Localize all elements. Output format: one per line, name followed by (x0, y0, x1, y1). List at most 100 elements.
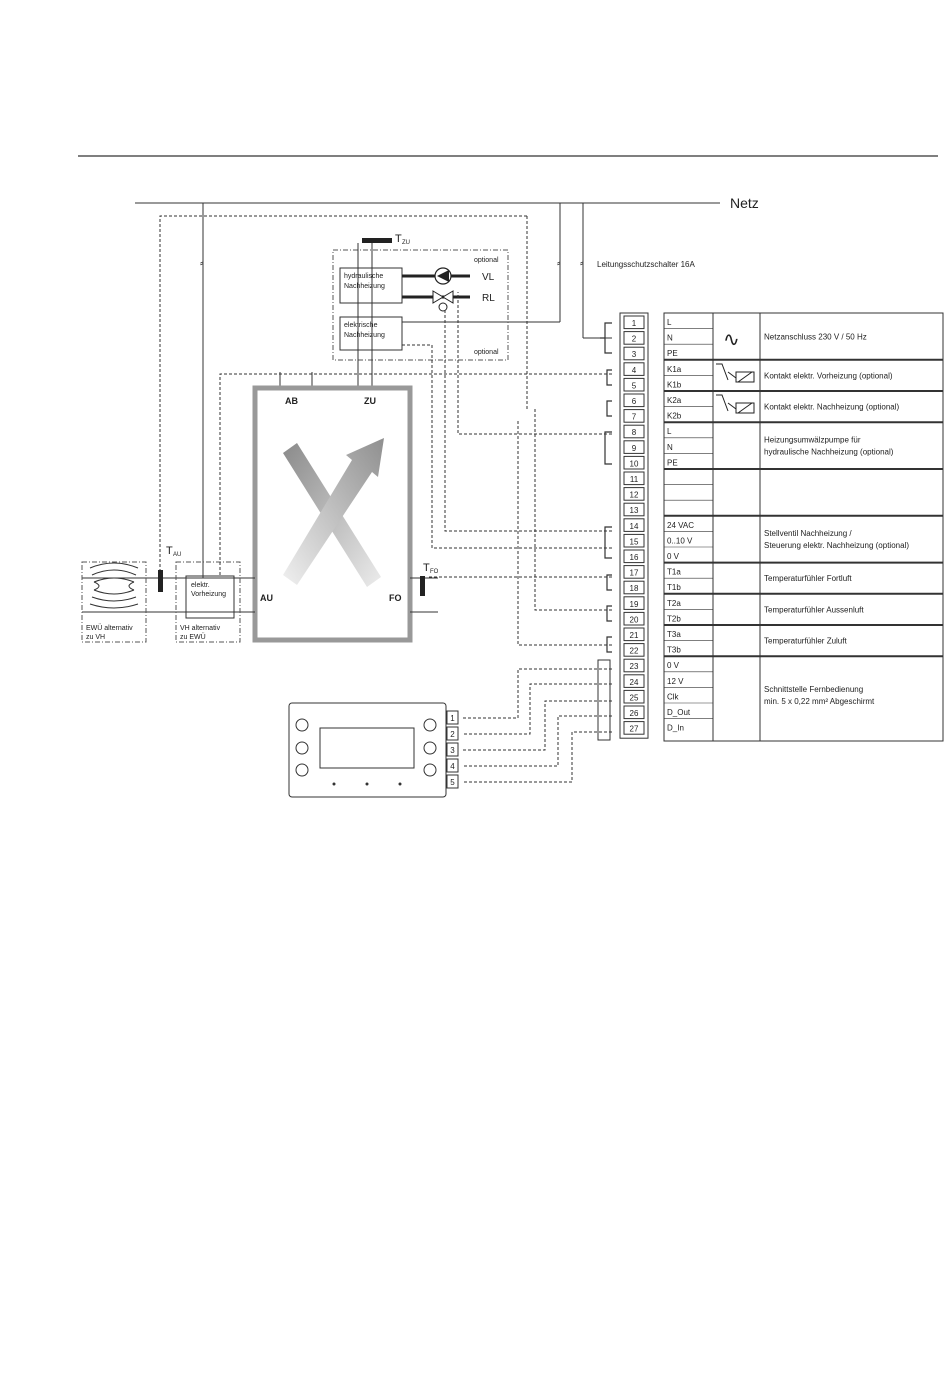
terminal-label: 3 (632, 350, 637, 359)
signal-label: K2b (667, 412, 682, 421)
terminal-11 (623, 471, 645, 486)
sensor-fo-sub: FO (430, 569, 439, 575)
remote-terminal-2 (446, 726, 459, 741)
terminal-13 (623, 502, 645, 517)
electric-heater-line1: elektrische (344, 322, 378, 329)
remote-terminal-4 (446, 758, 459, 773)
port-au: AU (260, 593, 273, 603)
valve-icon (442, 290, 454, 304)
terminal-25 (623, 689, 645, 704)
electric-heater-line2: Nachheizung (344, 332, 385, 339)
port-fo: FO (389, 593, 402, 603)
group-description: hydraulische Nachheizung (optional) (764, 448, 894, 457)
supply-flow-arrow (283, 438, 384, 585)
valve-icon (432, 290, 444, 304)
remote-terminal-label: 2 (450, 730, 455, 739)
group-description: Kontakt elektr. Vorheizung (optional) (764, 371, 893, 380)
terminal-label: 2 (632, 335, 637, 344)
terminal-label: 17 (630, 569, 639, 578)
group-description: Kontakt elektr. Nachheizung (optional) (764, 403, 900, 412)
sensor-au-sub: AU (173, 552, 181, 558)
relay-contact-icon (716, 363, 755, 383)
terminal-16 (623, 549, 645, 564)
signal-label: L (667, 427, 672, 436)
group-description: Temperaturfühler Zuluft (764, 637, 847, 646)
terminal-label: 21 (630, 631, 639, 640)
terminal-5 (623, 377, 645, 392)
signal-label: T2a (667, 599, 681, 608)
terminal-1 (623, 315, 645, 330)
sensor-zu-prefix: T (395, 233, 402, 245)
preheater-box (185, 575, 235, 619)
remote-button (423, 718, 437, 732)
breaker-label: Leitungsschutzschalter 16A (597, 260, 696, 269)
terminal-label: 12 (630, 491, 639, 500)
signal-label: 24 VAC (667, 521, 694, 530)
signal-label: T1b (667, 583, 681, 592)
signal-label: N (667, 443, 673, 452)
terminal-23 (623, 658, 645, 673)
terminal-label: 27 (630, 725, 639, 734)
signal-label: T2b (667, 614, 681, 623)
terminal-label: 4 (632, 366, 637, 375)
terminal-label: 6 (632, 397, 637, 406)
aussenluft-sensor-icon (158, 570, 163, 592)
hydraulic-heater-box (339, 267, 403, 304)
terminal-label: 10 (630, 459, 639, 468)
remote-display (319, 727, 415, 769)
signal-wiring (219, 292, 612, 783)
terminal-brackets (600, 322, 612, 653)
signal-label: T3a (667, 630, 681, 639)
signal-table (663, 312, 944, 742)
signal-label: Clk (667, 692, 680, 701)
port-ab: AB (285, 396, 298, 406)
pump-triangle-icon (437, 270, 449, 282)
terminal-17 (623, 565, 645, 579)
group-description: Steuerung elektr. Nachheizung (optional) (764, 541, 909, 550)
ventilation-unit (252, 385, 413, 643)
relay-contact-icon (716, 394, 755, 414)
breaker-symbol: ⸗ (580, 258, 584, 269)
terminal-4 (623, 362, 645, 376)
terminal-26 (623, 705, 645, 720)
optional-label: optional (474, 257, 499, 264)
terminal-label: 5 (632, 381, 637, 390)
terminal-label: 16 (630, 553, 639, 562)
signal-label: 0 V (667, 661, 680, 670)
preheater-line1: elektr. (191, 582, 210, 589)
hydraulic-heater-line2: Nachheizung (344, 283, 385, 290)
remote-button (295, 763, 309, 777)
ewu-coil-icon (89, 562, 139, 609)
terminal-24 (623, 674, 645, 688)
breaker-symbol: ⸗ (200, 258, 204, 269)
terminal-label: 15 (630, 537, 639, 546)
vh-box (175, 561, 241, 643)
terminal-3 (623, 346, 645, 361)
signal-label: D_In (667, 724, 684, 733)
remote-button (295, 741, 309, 755)
terminal-label: 14 (630, 522, 639, 531)
ac-sine-icon: ∿ (723, 329, 740, 351)
signal-label: 0 V (667, 552, 680, 561)
terminal-label: 11 (630, 475, 639, 484)
group-description: Temperaturfühler Aussenluft (764, 605, 864, 614)
terminal-label: 1 (632, 319, 637, 328)
terminal-20 (623, 611, 645, 626)
group-description: Schnittstelle Fernbedienung (764, 685, 863, 694)
signal-label: 12 V (667, 677, 684, 686)
remote-terminal-label: 4 (450, 762, 455, 771)
signal-label: L (667, 318, 672, 327)
terminal-label: 18 (630, 584, 639, 593)
terminal-22 (623, 643, 645, 657)
valve-actuator-icon (438, 302, 448, 312)
remote-button (295, 718, 309, 732)
terminal-21 (623, 627, 645, 642)
signal-label: T3b (667, 646, 681, 655)
remote-terminal-label: 5 (450, 778, 455, 787)
terminal-label: 9 (632, 444, 637, 453)
electric-heater-box (339, 316, 403, 351)
terminal-15 (623, 533, 645, 548)
terminal-18 (623, 580, 645, 595)
remote-terminal-1 (446, 710, 459, 725)
hydraulic-heater-line1: hydraulische (344, 273, 383, 280)
